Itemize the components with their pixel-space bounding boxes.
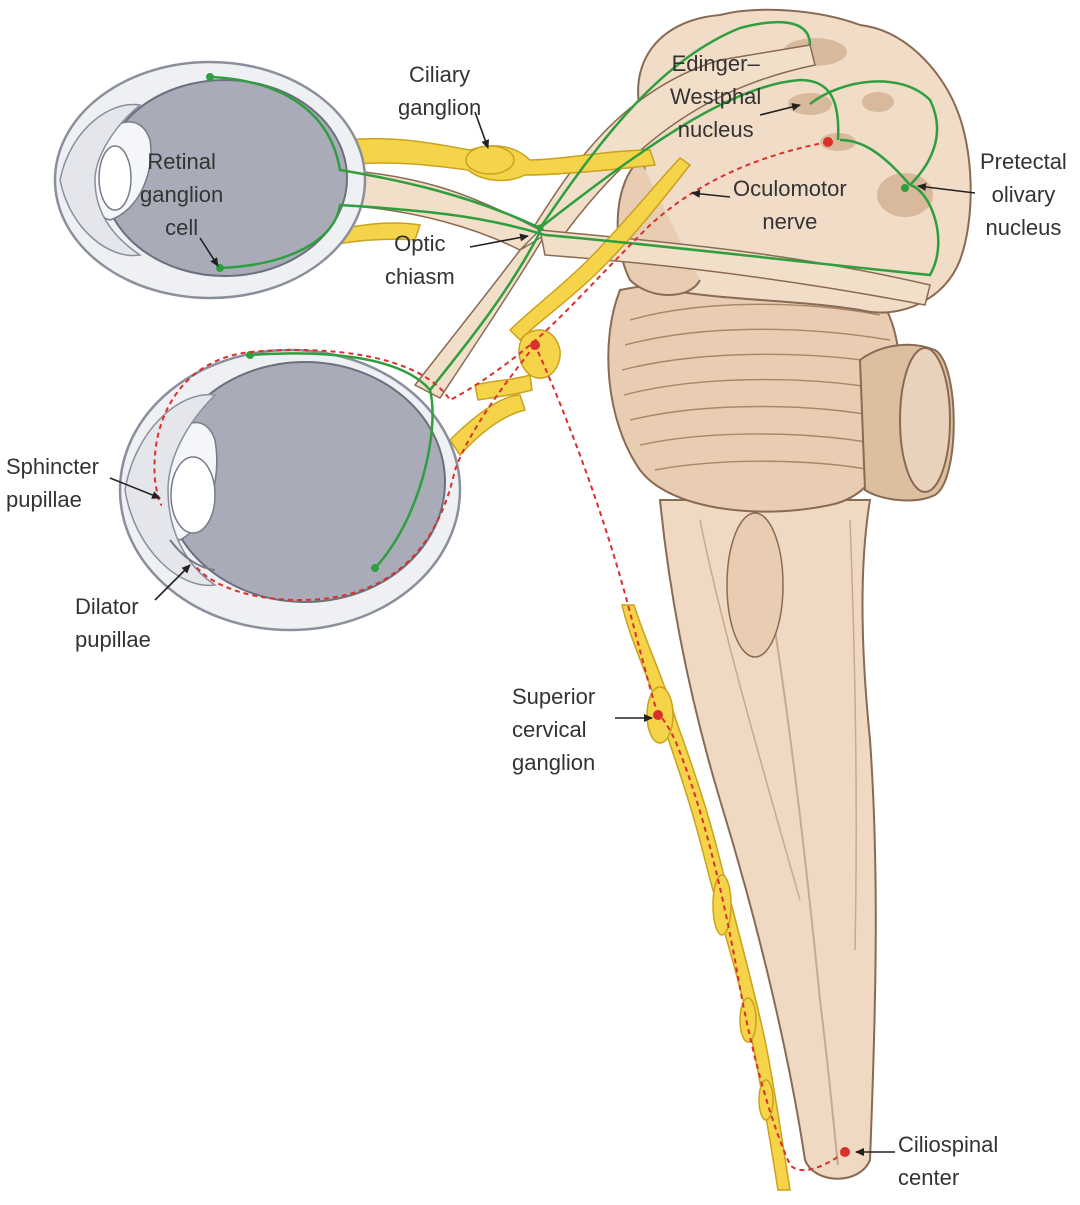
olive	[726, 512, 784, 658]
efferent-pathway	[153, 141, 846, 1172]
label-optic-chiasm: Optic chiasm	[385, 231, 455, 289]
label-retinal-ganglion-cell: Retinal ganglion cell	[140, 149, 224, 240]
label-dilator-pupillae: Dilator pupillae	[75, 594, 151, 652]
label-ciliary-ganglion: Ciliary ganglion	[398, 62, 482, 120]
afferent-pathway	[209, 20, 940, 569]
sympathetic-chain	[621, 604, 791, 1191]
arrow-edinger-westphal	[759, 103, 801, 116]
leader-lines	[109, 103, 976, 1156]
label-pretectal-olivary-nucleus: Pretectal olivary nucleus	[980, 149, 1067, 240]
arrow-optic-chiasm	[469, 233, 529, 248]
ciliary-ganglion-shape	[465, 145, 515, 175]
label-superior-cervical-ganglion: Superior cervical ganglion	[512, 684, 596, 775]
green-dots	[206, 73, 909, 572]
upper-eye	[53, 60, 367, 300]
arrow-pretectal	[917, 183, 976, 194]
label-edinger-westphal-nucleus: Edinger– Westphal nucleus	[670, 51, 762, 142]
red-dots	[530, 137, 850, 1157]
lower-eye	[118, 348, 462, 632]
arrow-oculomotor	[691, 189, 731, 198]
arrow-retinal-ganglion-cell	[199, 237, 219, 267]
arrow-dilator	[154, 564, 191, 601]
arrow-ciliary-ganglion	[474, 111, 490, 149]
label-ciliospinal-center: Ciliospinal center	[898, 1132, 999, 1190]
oculomotor-nerve-shape	[508, 157, 692, 342]
optic-pathways	[339, 44, 931, 399]
label-sphincter-pupillae: Sphincter pupillae	[6, 454, 99, 512]
arrow-sphincter	[109, 477, 161, 499]
label-oculomotor-nerve: Oculomotor nerve	[733, 176, 847, 234]
